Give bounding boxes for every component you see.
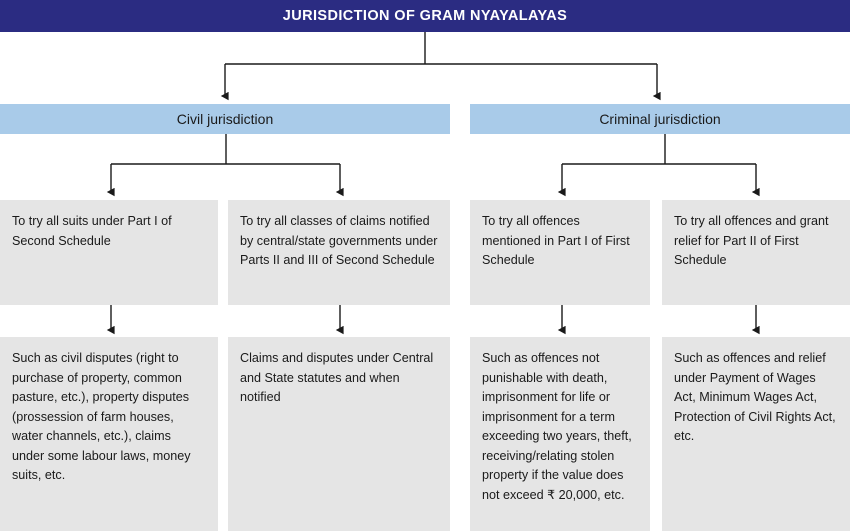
scope-text: To try all classes of claims notified by… (240, 214, 441, 268)
example-text: Claims and disputes under Central and St… (240, 351, 437, 405)
example-box-civil-part-i: Such as civil disputes (right to purchas… (0, 337, 218, 531)
category-bar-criminal: Criminal jurisdiction (470, 104, 850, 134)
example-box-criminal-part-ii: Such as offences and relief under Paymen… (662, 337, 850, 531)
example-text: Such as offences and relief under Paymen… (674, 351, 840, 444)
scope-text: To try all offences and grant relief for… (674, 214, 832, 268)
scope-box-civil-part-i: To try all suits under Part I of Second … (0, 200, 218, 305)
scope-text: To try all suits under Part I of Second … (12, 214, 176, 248)
page-title: JURISDICTION OF GRAM NYAYALAYAS (282, 8, 568, 24)
category-label-civil: Civil jurisdiction (176, 111, 274, 127)
category-label-criminal: Criminal jurisdiction (599, 111, 721, 127)
chart-title-bar: JURISDICTION OF GRAM NYAYALAYAS (0, 0, 850, 32)
example-box-criminal-part-i: Such as offences not punishable with dea… (470, 337, 650, 531)
example-box-civil-parts-ii-iii: Claims and disputes under Central and St… (228, 337, 450, 531)
scope-box-civil-parts-ii-iii: To try all classes of claims notified by… (228, 200, 450, 305)
example-text: Such as offences not punishable with dea… (482, 351, 636, 502)
scope-box-criminal-part-ii: To try all offences and grant relief for… (662, 200, 850, 305)
scope-box-criminal-part-i: To try all offences mentioned in Part I … (470, 200, 650, 305)
category-bar-civil: Civil jurisdiction (0, 104, 450, 134)
scope-text: To try all offences mentioned in Part I … (482, 214, 634, 268)
example-text: Such as civil disputes (right to purchas… (12, 351, 195, 483)
